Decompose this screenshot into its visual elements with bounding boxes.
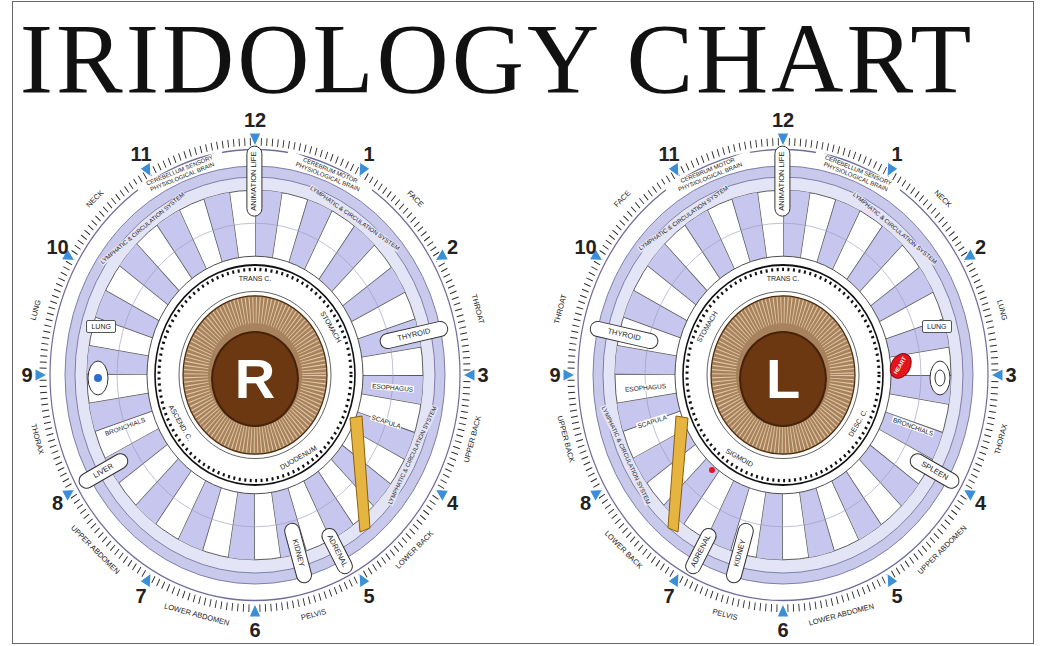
organ-segments <box>117 223 393 527</box>
inner-ring <box>675 256 891 494</box>
iris-chart <box>35 133 475 617</box>
clock-number: 11 <box>658 144 679 164</box>
tick-ring <box>571 142 995 608</box>
clock-number: 9 <box>549 365 560 385</box>
segment-dividers <box>117 223 393 527</box>
clock-number: 4 <box>975 493 986 513</box>
node-label: LUNG <box>927 323 946 331</box>
zone-label: PELVIS <box>299 607 328 623</box>
hour-markers <box>35 133 475 617</box>
organ-label: TRANS C. <box>238 275 273 283</box>
organ-tab: ANIMATION LIFE <box>247 146 263 217</box>
clock-number: 7 <box>663 586 674 606</box>
node-label: ANIMATION LIFE <box>251 152 259 211</box>
zone-label: THROAT <box>469 293 486 326</box>
zone-label: LUNG <box>994 299 1008 323</box>
collarette <box>683 265 883 485</box>
clock-number: 12 <box>772 110 794 130</box>
node-label: L <box>766 351 800 407</box>
nerve-strip <box>350 416 370 532</box>
clock-number: 2 <box>975 237 986 257</box>
node-label: LUNG <box>91 323 110 331</box>
iris-chart <box>563 133 1003 617</box>
nerve-strip <box>668 416 688 532</box>
outer-band <box>50 150 460 601</box>
outer-band <box>578 150 988 601</box>
node-label: HEART <box>894 356 908 375</box>
collarette-scallops <box>159 269 351 480</box>
red-sign <box>709 467 715 473</box>
segment-dividers <box>645 223 921 527</box>
zone-label: FACE <box>613 189 634 210</box>
clock-number: 8 <box>52 493 63 513</box>
iris-fibres <box>724 310 842 440</box>
organ-ring <box>615 190 951 560</box>
zone-label: LOWER BACK <box>602 529 645 572</box>
hour-markers <box>563 133 1003 617</box>
zone-label: LOWER ABDOMEN <box>807 602 876 628</box>
frame <box>13 2 1034 644</box>
lavender-band <box>593 166 973 584</box>
blue-sign <box>94 374 102 382</box>
lymph-band <box>75 177 435 573</box>
clock-number: 1 <box>363 144 374 164</box>
zone-label: LUNG <box>30 299 44 323</box>
zone-label: UPPER BACK <box>554 414 575 465</box>
clock-number: 5 <box>891 586 902 606</box>
tick-ring <box>43 142 467 608</box>
iris-brown <box>711 296 855 454</box>
clock-number: 10 <box>46 237 68 257</box>
stomach-ring <box>707 291 859 458</box>
clock-number: 2 <box>447 237 458 257</box>
clock-number: 12 <box>244 110 266 130</box>
clock-number: 9 <box>21 365 32 385</box>
clock-number: 10 <box>574 237 596 257</box>
zone-label: FACE <box>404 189 425 210</box>
segment-midline <box>117 223 393 527</box>
pupil-node: L <box>739 331 827 427</box>
sign-outline <box>930 361 950 395</box>
iris-fibres <box>196 310 314 440</box>
collarette-scallops <box>687 269 879 480</box>
zone-label: NECK <box>932 188 954 210</box>
sign-outline <box>88 361 108 395</box>
node-label: R <box>235 351 275 407</box>
zone-label: THROAT <box>552 293 569 326</box>
organ-tab: ANIMATION LIFE <box>775 146 791 217</box>
zone-label: THORAX <box>993 422 1010 456</box>
lymph-band <box>603 177 963 573</box>
pupil-node: R <box>211 331 299 427</box>
segment-midline <box>645 223 921 527</box>
node-label: ANIMATION LIFE <box>779 152 787 211</box>
organ-box: LUNG <box>86 320 115 334</box>
clock-number: 5 <box>363 586 374 606</box>
clock-number: 4 <box>447 493 458 513</box>
clock-number: 6 <box>249 620 260 640</box>
clock-number: 8 <box>580 493 591 513</box>
clock-number: 3 <box>1005 365 1016 385</box>
clock-number: 6 <box>777 620 788 640</box>
iris-brown <box>183 296 327 454</box>
clock-number: 1 <box>891 144 902 164</box>
organ-box: LUNG <box>922 320 951 334</box>
zone-label: THORAX <box>28 422 45 456</box>
inner-ring <box>147 256 363 494</box>
zone-label: UPPER BACK <box>463 414 484 465</box>
lavender-band <box>65 166 445 584</box>
chart-title: IRIDOLOGY CHART <box>20 9 975 109</box>
organ-segments <box>645 223 921 527</box>
organ-label: TRANS C. <box>766 275 801 283</box>
sign-outline <box>935 370 945 386</box>
clock-number: 7 <box>135 586 146 606</box>
clock-number: 11 <box>130 144 151 164</box>
zone-label: LOWER ABDOMEN <box>162 602 231 628</box>
zone-label: PELVIS <box>710 607 739 623</box>
stomach-ring <box>179 291 331 458</box>
collarette <box>155 265 355 485</box>
zone-label: LOWER BACK <box>393 529 436 572</box>
organ-ring <box>87 190 423 560</box>
clock-number: 3 <box>477 365 488 385</box>
